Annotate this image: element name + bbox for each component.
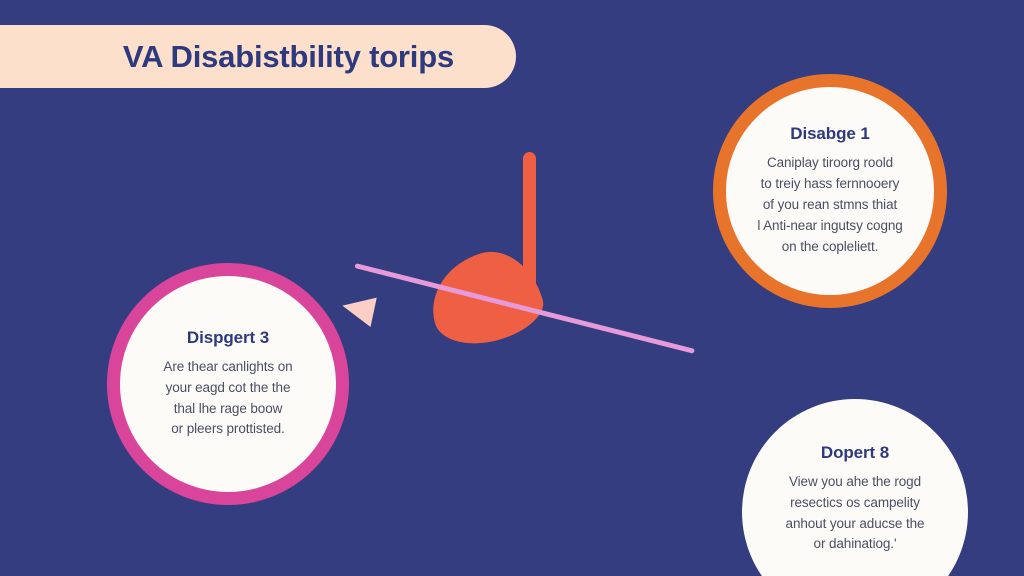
connector-arrow-head-icon — [339, 291, 377, 327]
coral-stem-shape — [523, 152, 536, 287]
info-bubble-8-body-line: or dahinatiog.' — [813, 536, 897, 552]
info-bubble-3[interactable]: Dispgert 3 Are thear canlights on your e… — [107, 263, 349, 505]
info-bubble-1-body-line: of you rean stmns thiat — [762, 197, 898, 213]
info-bubble-8[interactable]: Dopert 8 View you ahe the rogd resectics… — [742, 399, 968, 576]
info-bubble-1-body-line: Caniplay tiroorg roold — [766, 155, 894, 171]
title-banner: VA Disabistbility torips — [0, 25, 516, 88]
info-bubble-8-body-line: anhout your aducse the — [785, 515, 925, 531]
info-bubble-3-body-line: your eagd cot the the — [165, 379, 291, 395]
info-bubble-1-body-line: on the copleliett. — [781, 238, 879, 254]
info-bubble-3-body: Are thear canlights on your eagd cot the… — [163, 357, 292, 441]
info-bubble-8-body: View you ahe the rogd resectics os campe… — [786, 472, 925, 556]
info-bubble-1-body: Caniplay tiroorg roold to treiy hass fer… — [757, 153, 902, 258]
info-bubble-1[interactable]: Disabge 1 Caniplay tiroorg roold to trei… — [713, 74, 947, 308]
info-bubble-3-body-line: or pleers prottisted. — [171, 421, 285, 437]
info-bubble-3-body-line: thal lhe rage boow — [173, 400, 283, 416]
info-bubble-8-body-line: resectics os campelity — [790, 494, 920, 510]
info-bubble-3-content: Dispgert 3 Are thear canlights on your e… — [148, 328, 308, 441]
info-bubble-1-content: Disabge 1 Caniplay tiroorg roold to trei… — [753, 124, 907, 258]
info-bubble-8-title: Dopert 8 — [820, 442, 890, 462]
info-bubble-1-body-line: to treiy hass fernnooery — [760, 176, 900, 192]
info-bubble-1-body-line: l Anti-near ingutsy cogng — [757, 217, 903, 233]
page-title: VA Disabistbility torips — [122, 38, 454, 74]
info-bubble-3-title: Dispgert 3 — [186, 327, 270, 347]
info-bubble-3-body-line: Are thear canlights on — [163, 358, 293, 374]
info-bubble-8-body-line: View you ahe the rogd — [788, 473, 921, 489]
info-bubble-1-title: Disabge 1 — [790, 124, 870, 144]
info-bubble-8-content: Dopert 8 View you ahe the rogd resectics… — [771, 443, 938, 576]
